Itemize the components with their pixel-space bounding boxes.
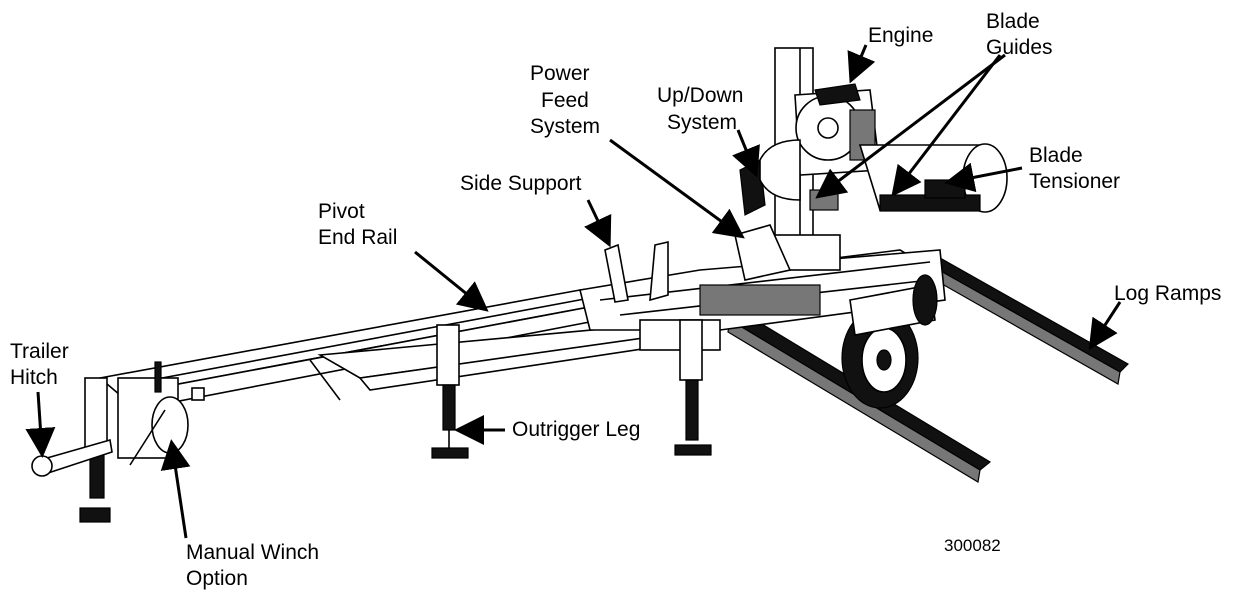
sawhead: [734, 47, 1008, 281]
label-pivot-end-rail-line2: End Rail: [318, 226, 398, 249]
label-up-down-line1: Up/Down: [657, 84, 744, 107]
label-trailer-hitch-line2: Hitch: [10, 366, 58, 389]
label-power-feed-line3: System: [530, 115, 601, 138]
label-up-down-line2: System: [667, 111, 738, 134]
label-blade-guides-line2: Guides: [986, 36, 1053, 59]
trailer-wheel: [841, 274, 938, 409]
label-power-feed-line1: Power: [530, 62, 590, 85]
side-supports: [604, 240, 669, 303]
figure-code: 300082: [944, 536, 1001, 555]
label-trailer-hitch-line1: Trailer: [10, 340, 69, 363]
label-power-feed-line2: Feed: [541, 89, 589, 112]
label-pivot-end-rail-line1: Pivot: [318, 200, 365, 223]
label-manual-winch-line2: Option: [186, 567, 248, 590]
label-log-ramps: Log Ramps: [1114, 282, 1222, 305]
label-blade-tensioner-line2: Tensioner: [1029, 170, 1121, 193]
label-blade-tensioner-line1: Blade: [1029, 144, 1083, 167]
label-engine: Engine: [868, 24, 934, 47]
outrigger-legs: [431, 319, 712, 459]
label-manual-winch-line1: Manual Winch: [186, 541, 320, 564]
label-blade-guides-line1: Blade: [986, 10, 1040, 33]
label-side-support: Side Support: [460, 172, 582, 195]
callout-arrows: [25, 44, 1122, 539]
label-outrigger-leg: Outrigger Leg: [512, 418, 641, 441]
